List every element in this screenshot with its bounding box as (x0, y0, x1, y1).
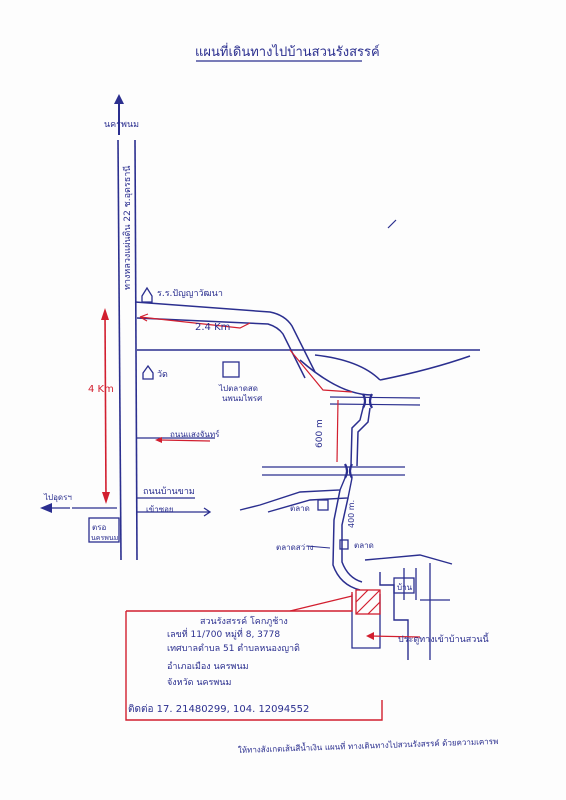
entrance-label: ประตูทางเข้าบ้านสวนนี้ (398, 632, 489, 645)
road-label-1: ถนนแสงจันทร์ (170, 429, 220, 439)
school-label: ร.ร.ปัญญาวัฒนา (157, 289, 223, 299)
small-box-label: ตลาด (290, 504, 310, 513)
north-label: นครพนม (104, 120, 139, 130)
bridge-2-icon (344, 463, 349, 479)
distance-small-label: 400 m. (347, 500, 356, 528)
north-arrow-head-icon (114, 94, 124, 104)
temple-label: วัด (157, 370, 168, 380)
top-branch-road (134, 301, 316, 373)
school-box-line2: นครพนม (91, 534, 118, 542)
info-line-4: อำเภอเมือง นครพนม (167, 661, 249, 672)
map-title: แผนที่เดินทางไปบ้านสวนรังสรรค์ (195, 43, 380, 60)
market-icon-2 (339, 539, 349, 550)
highway-label: ทางหลวงแผ่นดิน 22 ช.อุดรธานี (122, 166, 133, 290)
left-arrow-icon (40, 503, 52, 513)
house-label: บ้าน (397, 583, 413, 592)
school-house-icon (141, 286, 153, 303)
info-line-1: สวนรังสรรค์ โคกภูช้าง (200, 615, 288, 627)
school-box (88, 517, 120, 543)
temple-icon (142, 364, 154, 380)
bridge-1-icon (362, 393, 367, 409)
bridge-label: ตลาดสว่าง (276, 543, 314, 552)
final-road (332, 489, 361, 591)
distance-left-arrow (104, 311, 107, 501)
info-line-3: เทศบาลตำบล 51 ตำบลหนองญาติ (167, 643, 300, 654)
info-line-6: ติดต่อ 17. 21480299, 104. 12094552 (128, 704, 309, 715)
distance-main-label: 2.4 Km (195, 322, 230, 333)
market-icon-1 (317, 499, 329, 511)
footer-text: ให้ทางสังเกตเส้นสีน้ำเงิน แผนที่ ทางเดิน… (238, 735, 499, 755)
distance-mid-label: 600 m (315, 419, 325, 448)
info-box-border (125, 611, 383, 721)
info-line-2: เลขที่ 11/700 หมู่ที่ 8, 3778 (167, 627, 280, 640)
road-label-2: ถนนบ้านขาม (143, 486, 195, 497)
distance-left-label: 4 Km (88, 384, 114, 395)
turn-label: เข้าซอย (146, 505, 174, 514)
small-box-label-2: ตลาด (354, 541, 374, 550)
pump-label-line1: ไปตลาดสด (218, 384, 258, 393)
info-line-5: จังหวัด นครพนม (167, 678, 231, 688)
highway-road (117, 139, 122, 561)
school-box-line1: ตรอ (92, 523, 106, 532)
canal-1 (329, 396, 421, 399)
winding-road (350, 407, 364, 466)
pump-label-line2: นพนมไพรศ (222, 394, 262, 403)
pump-station-icon (222, 361, 240, 378)
left-arrow-label: ไปอุดรฯ (43, 493, 72, 502)
